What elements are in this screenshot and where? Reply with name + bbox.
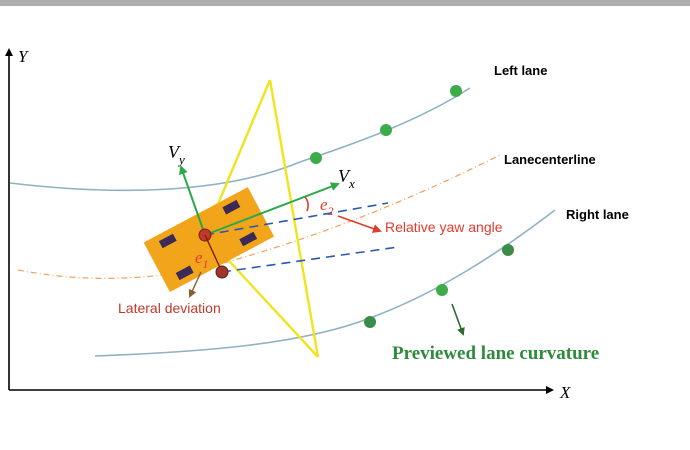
e2-subscript: 2 <box>328 204 334 218</box>
previewed-curvature-arrow <box>451 303 465 336</box>
relative-yaw-arrow <box>337 215 382 233</box>
vehicle-wheel <box>222 199 241 215</box>
top-border-band <box>0 0 690 6</box>
centerline-reference-point <box>215 265 229 279</box>
left-lane-curve <box>9 87 471 192</box>
lateral-deviation-arrow <box>188 271 202 298</box>
lateral-deviation-segment <box>204 234 223 273</box>
vx-subscript: x <box>348 176 355 191</box>
right-lane-preview-point <box>364 316 376 328</box>
yaw-angle-arc <box>304 196 309 212</box>
vehicle-wheel <box>158 233 177 249</box>
lateral-deviation-label: Lateral deviation <box>118 300 221 316</box>
vy-letter: V <box>168 142 181 162</box>
vx-label: Vx <box>338 166 355 191</box>
left-lane-label: Left lane <box>494 63 547 78</box>
vx-letter: V <box>338 166 351 186</box>
vy-vector <box>179 165 206 236</box>
heading-dashed-ray <box>204 202 389 236</box>
e1-label: e1 <box>195 248 209 271</box>
yellow-perpendicular-line <box>268 79 320 358</box>
e2-label: e2 <box>320 195 334 218</box>
vehicle-wheel <box>175 265 194 281</box>
centerline-tangent-dashed-ray <box>221 246 399 273</box>
y-axis-label: Y <box>18 47 29 66</box>
x-axis-label: X <box>559 383 571 402</box>
lane-centerline-label: Lanecenterline <box>504 152 596 167</box>
left-lane-preview-point <box>380 124 392 136</box>
vy-subscript: y <box>177 152 185 167</box>
right-lane-label: Right lane <box>566 207 629 222</box>
right-lane-preview-point <box>436 284 448 296</box>
e1-letter: e <box>195 248 203 267</box>
right-lane-preview-point <box>502 244 514 256</box>
e1-subscript: 1 <box>203 257 209 271</box>
e2-letter: e <box>320 195 328 214</box>
left-lane-preview-point <box>450 85 462 97</box>
vx-vector <box>204 182 340 236</box>
relative-yaw-angle-label: Relative yaw angle <box>385 219 503 235</box>
vehicle-wheel <box>239 231 258 247</box>
lane-centerline-curve <box>17 154 501 279</box>
previewed-lane-curvature-label: Previewed lane curvature <box>392 343 599 364</box>
vy-label: Vy <box>168 142 185 167</box>
left-lane-preview-point <box>310 152 322 164</box>
